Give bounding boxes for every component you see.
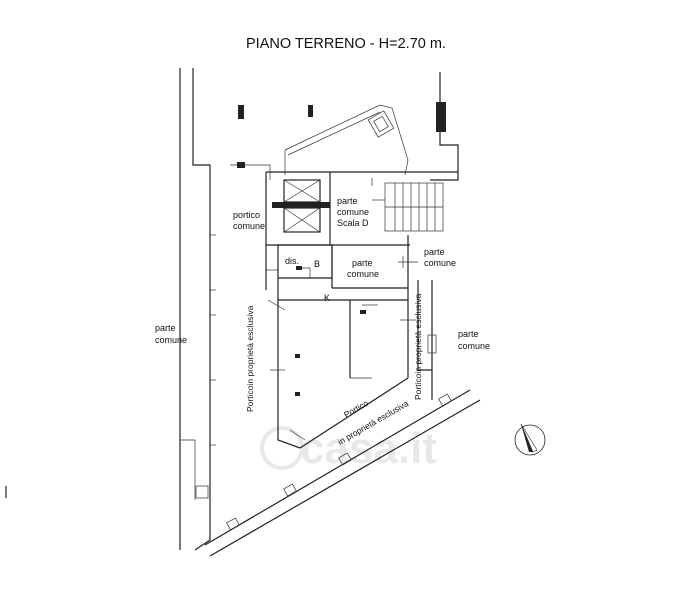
- north-arrow-icon: [514, 423, 546, 456]
- label-center-2: comune: [347, 269, 379, 279]
- label-center-1: parte: [352, 258, 373, 268]
- label-porticoin-right: Porticoin proprietà esclusiva: [413, 293, 423, 400]
- label-far-right-1: parte: [458, 329, 479, 339]
- label-right-2: comune: [424, 258, 456, 268]
- top-pillars: [237, 102, 446, 168]
- building-outline: [179, 68, 481, 557]
- label-scala-3: Scala D: [337, 218, 369, 228]
- main-unit: [267, 299, 416, 449]
- room-labels: portico comune parte comune Scala D dis.…: [155, 196, 490, 447]
- label-portico-comune-2: comune: [233, 221, 265, 231]
- label-portico-bottom-1: Portico: [342, 398, 370, 420]
- stair-core: [265, 171, 458, 246]
- middle-rooms: [265, 235, 418, 300]
- portico-marks: [195, 234, 452, 531]
- label-far-right-2: comune: [458, 341, 490, 351]
- svg-text:casa.it: casa.it: [300, 424, 437, 473]
- label-scala-2: comune: [337, 207, 369, 217]
- entrance-canopy: [284, 104, 409, 176]
- label-k: K: [324, 293, 330, 303]
- plan-title: PIANO TERRENO - H=2.70 m.: [246, 36, 446, 52]
- label-porticoin-left: Porticoin proprietà esclusiva: [245, 305, 255, 412]
- label-right-1: parte: [424, 247, 445, 257]
- label-dis: dis.: [285, 256, 299, 266]
- label-b: B: [314, 259, 320, 269]
- label-scala-1: parte: [337, 196, 358, 206]
- label-portico-comune-1: portico: [233, 210, 260, 220]
- label-left-2: comune: [155, 335, 187, 345]
- label-left-1: parte: [155, 323, 176, 333]
